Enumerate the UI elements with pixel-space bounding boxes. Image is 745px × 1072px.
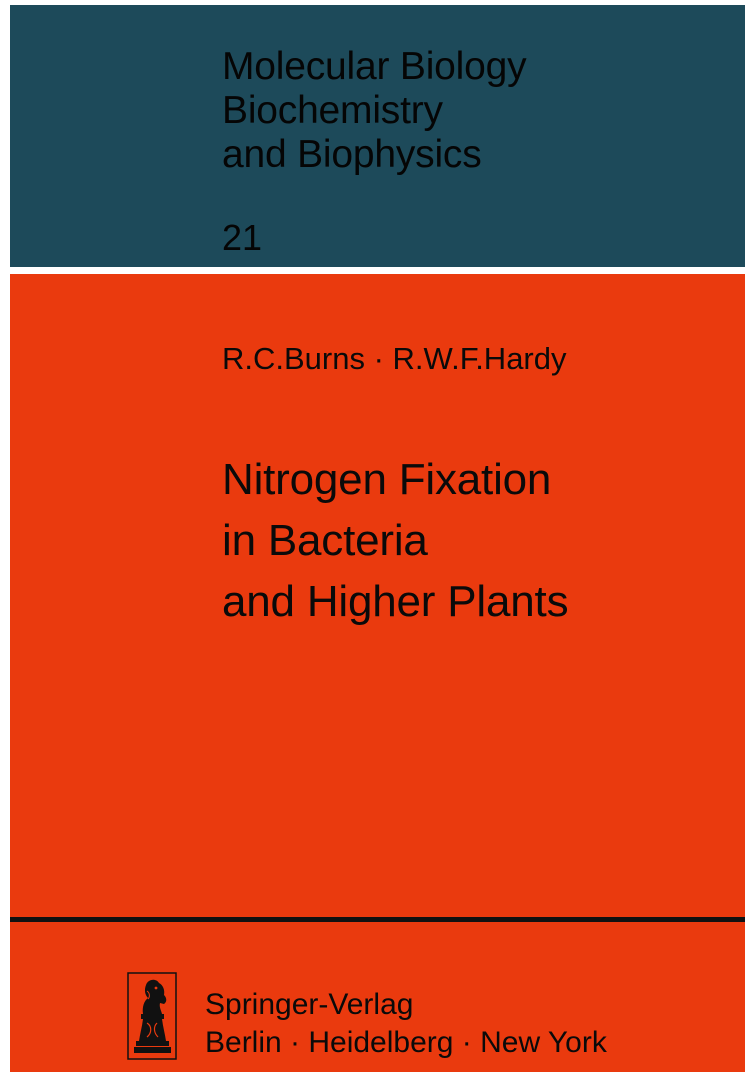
white-divider: [10, 267, 745, 274]
series-number: 21: [222, 217, 263, 258]
series-title: Molecular Biology Biochemistry and Bioph…: [222, 45, 527, 177]
book-title-line-3: and Higher Plants: [222, 577, 569, 626]
series-band: Molecular Biology Biochemistry and Bioph…: [10, 5, 745, 267]
authors: R.C.Burns · R.W.F.Hardy: [222, 341, 567, 376]
book-title: Nitrogen Fixation in Bacteria and Higher…: [222, 449, 569, 632]
publisher-cities: Berlin · Heidelberg · New York: [205, 1026, 607, 1059]
knight-chess-piece-icon: [127, 972, 177, 1060]
book-cover: Molecular Biology Biochemistry and Bioph…: [10, 5, 745, 1072]
book-title-line-2: in Bacteria: [222, 516, 428, 565]
publisher-name: Springer-Verlag: [205, 988, 414, 1021]
series-title-line-2: Biochemistry: [222, 89, 443, 132]
publisher-info: Springer-Verlag Berlin · Heidelberg · Ne…: [205, 986, 607, 1062]
book-title-line-1: Nitrogen Fixation: [222, 455, 552, 504]
series-title-line-1: Molecular Biology: [222, 45, 527, 88]
series-title-line-3: and Biophysics: [222, 133, 482, 176]
black-divider: [10, 917, 745, 922]
main-panel: R.C.Burns · R.W.F.Hardy Nitrogen Fixatio…: [10, 274, 745, 1072]
